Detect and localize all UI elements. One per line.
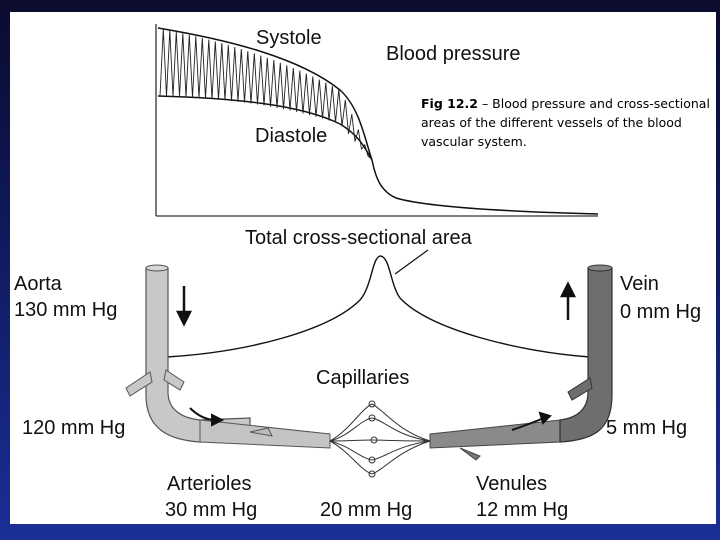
figure-number: Fig 12.2 (421, 96, 478, 111)
systole-label: Systole (256, 27, 322, 49)
aorta-pressure-label: 130 mm Hg (14, 299, 118, 321)
total-area-label: Total cross-sectional area (245, 227, 472, 249)
pressure-graph (155, 24, 599, 217)
cross-sectional-area-curve (165, 255, 591, 358)
vein-vessel (559, 264, 613, 443)
arterioles-pressure-label: 30 mm Hg (165, 499, 258, 521)
vein-flow-arrow (559, 281, 577, 320)
venule-tube (429, 419, 561, 449)
systole-curve (157, 27, 373, 161)
aorta-vessel (125, 264, 251, 443)
diastole-curve (157, 95, 373, 161)
aorta-flow-arrow (175, 286, 193, 327)
figure-caption: Fig 12.2 – Blood pressure and cross-sect… (421, 95, 711, 151)
pulse-oscillation (159, 29, 372, 159)
caption-text: – Blood pressure and cross-sectional are… (421, 96, 710, 149)
aorta-label: Aorta (14, 273, 62, 295)
diastole-label: Diastole (255, 125, 328, 147)
venules-pressure-label: 12 mm Hg (476, 499, 569, 521)
venule-branch (459, 447, 481, 461)
arterioles-label: Arterioles (167, 473, 252, 495)
area-pointer-line (394, 249, 429, 275)
arteriole-flow-arrow (189, 407, 225, 427)
capillary-pressure-label: 20 mm Hg (320, 499, 413, 521)
vein-label: Vein (620, 273, 659, 295)
venules-label: Venules (476, 473, 548, 495)
left-branch-pressure-label: 120 mm Hg (22, 417, 126, 439)
pressure-decline-curve (371, 159, 599, 215)
arteriole-branch (249, 427, 273, 437)
venule-flow-arrow (511, 411, 552, 431)
capillary-bed (329, 400, 431, 478)
right-branch-pressure-label: 5 mm Hg (606, 417, 688, 439)
vein-pressure-label: 0 mm Hg (620, 301, 702, 323)
capillaries-label: Capillaries (316, 367, 410, 389)
blood-pressure-label: Blood pressure (386, 43, 521, 65)
